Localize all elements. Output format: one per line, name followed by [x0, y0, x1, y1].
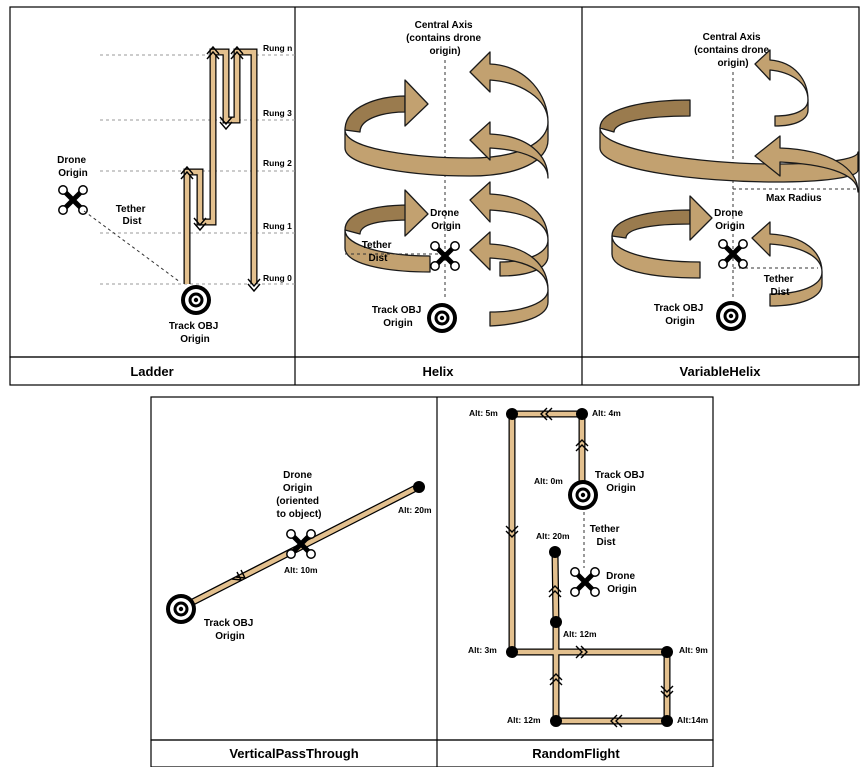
variable-helix-drone-label: Drone Origin	[714, 208, 746, 232]
helix-panel: Central Axis (contains drone origin)	[345, 20, 548, 333]
rf-alt-inner-top: Alt: 20m	[536, 531, 570, 541]
rf-alt-left-mid: Alt: 3m	[468, 645, 497, 655]
helix-axis-label: Central Axis (contains drone origin)	[406, 20, 484, 57]
ladder-panel: Rung n Rung 3 Rung 2 Rung 1 Rung 0	[57, 43, 295, 345]
rf-alt-top-right: Alt: 4m	[592, 408, 621, 418]
caption-variable-helix: VariableHelix	[680, 364, 762, 379]
rf-waypoint	[550, 616, 562, 628]
rung-label-0: Rung 0	[263, 273, 292, 283]
helix-ribbons	[345, 52, 548, 326]
rf-alt-right-mid: Alt: 9m	[679, 645, 708, 655]
ladder-flight-path	[187, 52, 254, 284]
rf-waypoint	[661, 646, 673, 658]
rf-track-label: Track OBJ Origin	[595, 470, 647, 494]
variable-helix-ribbons	[600, 50, 858, 306]
rf-waypoints	[506, 408, 673, 727]
helix-track-label: Track OBJ Origin	[372, 305, 424, 329]
caption-random-flight: RandomFlight	[532, 746, 620, 761]
rf-waypoint	[506, 408, 518, 420]
rf-waypoint	[661, 715, 673, 727]
rf-waypoint	[576, 408, 588, 420]
rf-waypoint	[549, 546, 561, 558]
rf-direction-chevrons	[506, 408, 673, 727]
ladder-drone-icon	[59, 186, 87, 214]
rf-alt-bottom-left: Alt: 12m	[507, 715, 541, 725]
rf-tether-label: Tether Dist	[590, 524, 623, 548]
rf-alt-top-left: Alt: 5m	[469, 408, 498, 418]
helix-drone-label: Drone Origin	[430, 208, 462, 232]
vertical-pass-through-panel: Alt: 20m Drone Origin (oriented to objec…	[166, 470, 432, 642]
variable-helix-panel: Central Axis (contains drone origin) Max…	[600, 32, 858, 331]
max-radius-label: Max Radius	[766, 193, 822, 204]
rung-label-1: Rung 1	[263, 221, 292, 231]
rung-label-3: Rung 3	[263, 108, 292, 118]
rf-alt-origin: Alt: 0m	[534, 476, 563, 486]
variable-helix-target-icon	[716, 301, 746, 331]
rf-alt-inner-mid: Alt: 12m	[563, 629, 597, 639]
ladder-drone-label: Drone Origin	[57, 155, 89, 179]
rf-flight-path	[512, 414, 667, 721]
rf-drone-label: Drone Origin	[606, 571, 638, 595]
helix-target-icon	[427, 303, 457, 333]
rf-waypoint	[550, 715, 562, 727]
ladder-target-icon	[181, 285, 211, 315]
ladder-tether-label: Tether Dist	[116, 204, 149, 227]
rung-label-n: Rung n	[263, 43, 292, 53]
vpt-alt-end-label: Alt: 20m	[398, 505, 432, 515]
rf-waypoint	[506, 646, 518, 658]
caption-vertical-pass-through: VerticalPassThrough	[229, 746, 358, 761]
rung-label-2: Rung 2	[263, 158, 292, 168]
rf-alt-bottom-right: Alt:14m	[677, 715, 709, 725]
ladder-track-label: Track OBJ Origin	[169, 321, 221, 345]
variable-helix-drone-icon	[719, 240, 747, 268]
vpt-end-point	[413, 481, 425, 493]
rf-target-icon	[568, 480, 598, 510]
vpt-track-label: Track OBJ Origin	[204, 618, 256, 642]
vpt-alt-mid-label: Alt: 10m	[284, 565, 318, 575]
caption-ladder: Ladder	[130, 364, 173, 379]
rf-drone-icon	[571, 568, 599, 596]
vpt-target-icon	[166, 594, 196, 624]
vpt-drone-label: Drone Origin (oriented to object)	[276, 470, 322, 520]
variable-helix-track-label: Track OBJ Origin	[654, 303, 706, 327]
caption-helix: Helix	[422, 364, 454, 379]
random-flight-panel: Alt: 5m Alt: 4m Alt: 0m Alt: 20m Alt: 12…	[468, 408, 709, 727]
